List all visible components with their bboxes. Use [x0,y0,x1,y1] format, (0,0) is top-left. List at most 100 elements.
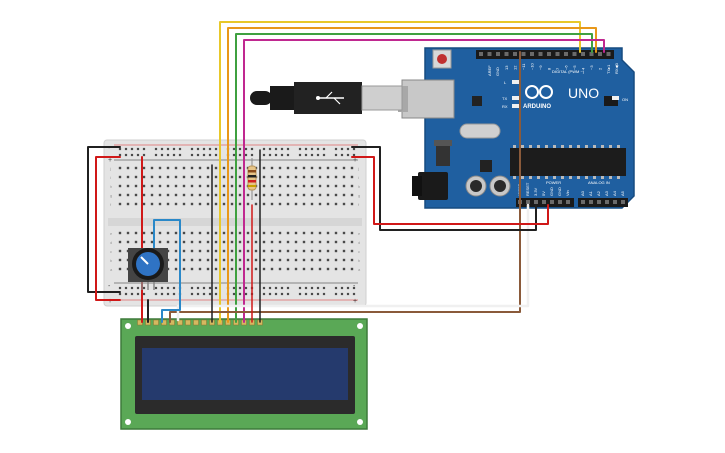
rail-hole [352,286,356,290]
breadboard-hole [214,175,218,179]
rail-hole [136,153,140,157]
chip-pin [577,145,580,148]
chip-pin [585,176,588,179]
breadboard-hole [190,184,194,188]
breadboard-hole [318,249,322,253]
chip-pin [553,145,556,148]
breadboard-hole [310,249,314,253]
row-letter: i [358,175,359,180]
breadboard-hole [246,267,250,271]
breadboard-hole [190,258,194,262]
chip-pin [521,145,524,148]
breadboard-hole [214,267,218,271]
rail-hole [214,292,218,296]
breadboard-hole [190,267,194,271]
breadboard-hole [294,193,298,197]
analog-header-label: ANALOG IN [588,180,610,185]
rail-hole [304,286,308,290]
chip-pin [585,145,588,148]
rail-hole [322,153,326,157]
wire-blue [153,219,181,323]
power-pin-hole [542,200,546,204]
led-rx-label: RX [502,104,508,109]
rail-hole [166,286,170,290]
breadboard-hole [262,166,266,170]
row-letter: b [358,258,361,263]
breadboard-hole [318,240,322,244]
breadboard-hole [206,175,210,179]
breadboard-hole [286,231,290,235]
rail-hole [268,153,272,157]
wire-yellow [219,21,581,323]
breadboard-hole [302,166,306,170]
breadboard-hole [278,193,282,197]
chip-pin [601,145,604,148]
rail-hole [232,286,236,290]
rail-hole [262,147,266,151]
analog-pin-hole [621,200,625,204]
breadboard-hole [182,175,186,179]
row-letter: j [109,166,111,171]
pin-label-digital: 12 [513,65,518,70]
chip-pin [537,145,540,148]
rail-hole [334,286,338,290]
breadboard-hole [310,175,314,179]
breadboard-hole [174,193,178,197]
row-letter: g [110,193,112,198]
breadboard-hole [222,267,226,271]
breadboard-hole [142,175,146,179]
chip-pin [553,176,556,179]
pin-label-tx: TX▸1 [606,64,611,74]
rail-sign-top-left: - [108,145,111,152]
chip-pin [601,176,604,179]
breadboard-hole [222,240,226,244]
breadboard-hole [158,175,162,179]
rail-hole [208,153,212,157]
breadboard-hole [342,193,346,197]
rail-sign-bottom-right: - [353,283,356,290]
rail-hole [268,147,272,151]
rail-hole [232,292,236,296]
rail-hole [274,286,278,290]
breadboard-hole [190,175,194,179]
breadboard-hole [126,175,130,179]
model-label: UNO [568,85,599,101]
breadboard-hole [206,231,210,235]
breadboard-hole [126,240,130,244]
rail-hole [274,153,278,157]
breadboard-hole [150,193,154,197]
breadboard-hole [270,166,274,170]
rail-hole [334,153,338,157]
rail-hole [118,147,122,151]
breadboard-hole [270,202,274,206]
breadboard-hole [118,166,122,170]
led-rx [512,104,519,108]
wire-black-gnd [87,146,121,293]
rail-hole [208,292,212,296]
breadboard-hole [342,202,346,206]
breadboard-hole [222,258,226,262]
breadboard-hole [334,267,338,271]
breadboard-hole [334,193,338,197]
row-letter: e [358,231,361,236]
breadboard-hole [294,175,298,179]
chip-pin [529,176,532,179]
row-letter: f [358,202,360,207]
pin-label-digital: ~6 [564,65,569,70]
breadboard-hole [342,184,346,188]
breadboard-hole [262,184,266,188]
rail-hole [154,153,158,157]
rail-hole [238,292,242,296]
breadboard-hole [238,175,242,179]
rail-hole [172,147,176,151]
rail-hole [316,286,320,290]
breadboard-hole [318,193,322,197]
rail-hole [124,147,128,151]
breadboard-hole [214,184,218,188]
led-l [512,80,519,84]
rail-hole [154,286,158,290]
breadboard-hole [310,184,314,188]
breadboard-hole [214,166,218,170]
pin-label-digital: 8 [547,67,552,70]
rail-sign-top-right-plus: + [353,157,357,164]
